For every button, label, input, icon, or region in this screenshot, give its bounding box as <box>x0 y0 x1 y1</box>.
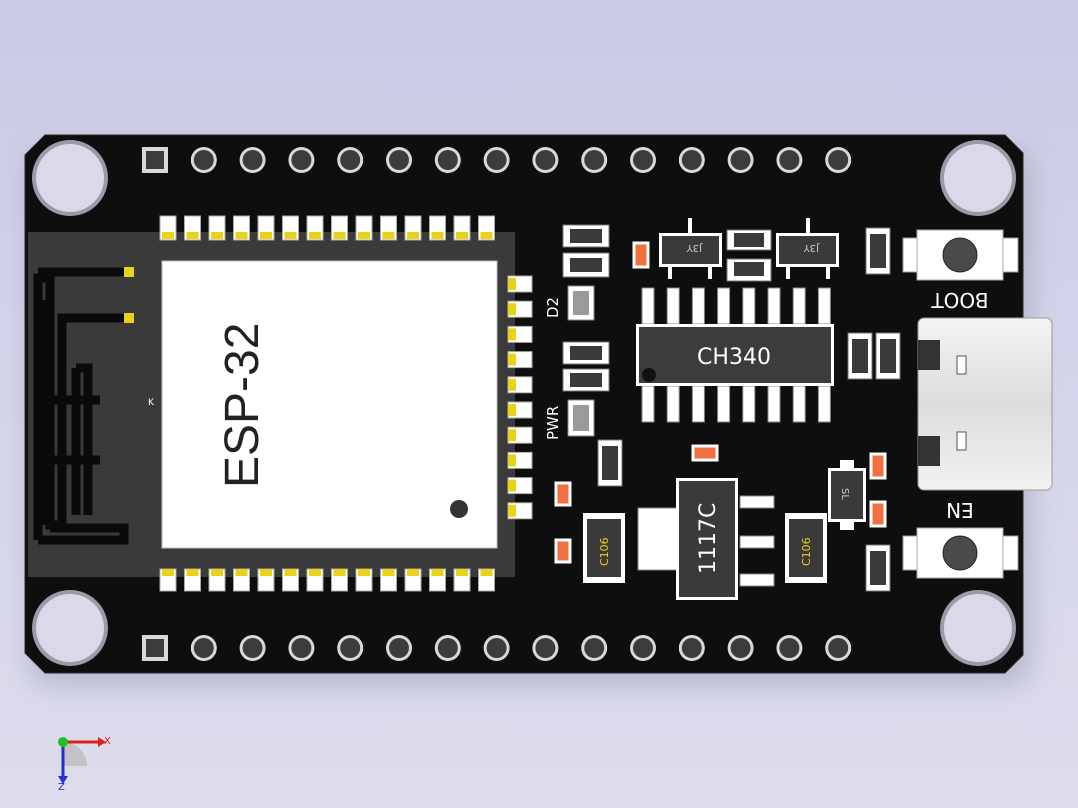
boot-button[interactable]: BOOT <box>902 229 1019 312</box>
led-d2: D2 <box>544 285 595 321</box>
ch340-pins <box>641 287 831 423</box>
usb-c-connector <box>917 317 1053 491</box>
voltage-regulator: 1117C <box>637 478 775 600</box>
ic-pin <box>817 287 831 325</box>
module-top-pads <box>159 215 495 241</box>
regulator-label: 1117C <box>696 503 721 574</box>
svg-text:J3Y: J3Y <box>686 242 703 253</box>
ic-pin <box>641 385 655 423</box>
svg-text:SL: SL <box>839 488 850 500</box>
svg-text:PWR: PWR <box>544 406 562 440</box>
svg-text:J3Y: J3Y <box>803 242 820 253</box>
ch340-chip: CH340 <box>636 324 834 386</box>
svg-text:D2: D2 <box>544 297 562 318</box>
en-label: EN <box>946 498 974 522</box>
ic-pin <box>717 385 731 423</box>
ic-pin <box>691 287 705 325</box>
axis-triad: X Z <box>58 736 111 793</box>
orange-smd-components <box>554 241 887 564</box>
module-right-pads <box>507 275 533 520</box>
ic-pin <box>742 287 756 325</box>
ic-pin <box>767 287 781 325</box>
transistor-1: J3Y <box>659 218 722 279</box>
ic-pin <box>792 287 806 325</box>
module-label: ESP-32 <box>216 323 269 488</box>
ch340-label: CH340 <box>697 345 771 370</box>
axis-x-label: X <box>104 736 111 747</box>
en-button[interactable]: EN <box>902 498 1019 579</box>
rf-shield <box>161 260 498 549</box>
ic-pin <box>792 385 806 423</box>
usb-resistors <box>597 227 901 592</box>
ic-pin <box>691 385 705 423</box>
boot-label: BOOT <box>931 288 989 312</box>
svg-text:C106: C106 <box>800 537 813 566</box>
axis-z-label: Z <box>58 782 65 793</box>
led-pwr: PWR <box>544 399 595 440</box>
capacitor-1: C106 <box>583 513 625 583</box>
ic-pin <box>767 385 781 423</box>
bottom-pin-header <box>142 635 852 661</box>
top-pin-header <box>142 147 852 173</box>
module-bottom-pads <box>159 568 495 592</box>
svg-text:C106: C106 <box>598 537 611 566</box>
antenna-pad-mark: K <box>148 398 155 408</box>
ic-pin <box>742 385 756 423</box>
ic-pin <box>817 385 831 423</box>
antenna-trace <box>33 273 129 545</box>
esp32-module: K ESP-32 <box>28 232 515 577</box>
ic-pin <box>666 385 680 423</box>
capacitor-2: C106 <box>785 513 827 583</box>
ic-pin <box>717 287 731 325</box>
ic-pin <box>641 287 655 325</box>
ic-pin <box>666 287 680 325</box>
transistor-2: J3Y <box>776 218 839 279</box>
mounting-holes <box>32 140 1016 666</box>
schottky-diode: SL <box>828 460 866 530</box>
